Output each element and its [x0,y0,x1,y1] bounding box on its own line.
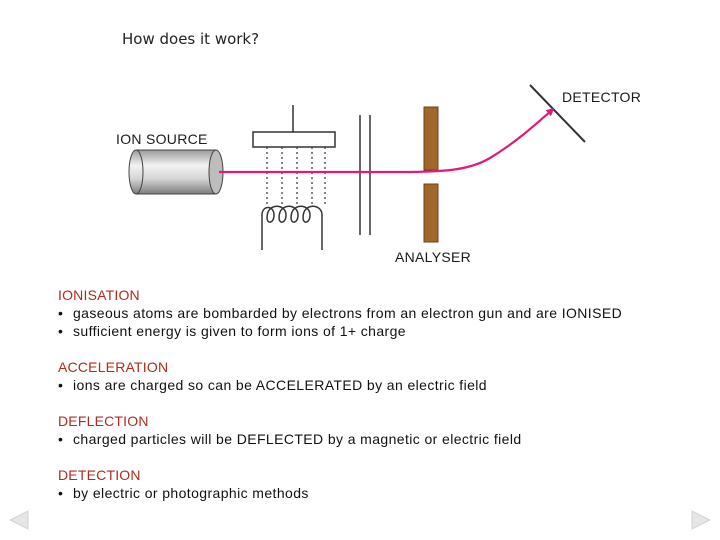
detector-label: DETECTOR [562,89,642,105]
bullet-item: ions are charged so can be ACCELERATED b… [58,376,487,394]
triangle-right-icon[interactable] [690,510,712,530]
section-heading: DETECTION [58,467,141,483]
section-ionisation: IONISATION gaseous atoms are bombarded b… [58,286,622,340]
accelerating-plates [359,115,371,235]
bullet-item: sufficient energy is given to form ions … [58,322,622,340]
ion-source-cylinder [128,149,224,195]
slide-title: How does it work? [122,30,260,48]
ion-beam-path [219,108,555,174]
section-acceleration: ACCELERATION ions are charged so can be … [58,358,487,394]
analyser-plates [423,106,439,243]
section-heading: ACCELERATION [58,359,169,375]
analyser-label: ANALYSER [395,249,472,265]
detector-plate [529,84,586,143]
mass-spectrometer-diagram [128,84,586,250]
bullet-item: gaseous atoms are bombarded by electrons… [58,304,622,322]
section-heading: DEFLECTION [58,413,149,429]
triangle-left-icon[interactable] [8,510,30,530]
electron-gun [252,105,336,250]
section-heading: IONISATION [58,287,140,303]
bullet-item: charged particles will be DEFLECTED by a… [58,430,522,448]
section-deflection: DEFLECTION charged particles will be DEF… [58,412,522,448]
ion-source-label: ION SOURCE [116,131,208,147]
bullet-item: by electric or photographic methods [58,484,309,502]
section-detection: DETECTION by electric or photographic me… [58,466,309,502]
